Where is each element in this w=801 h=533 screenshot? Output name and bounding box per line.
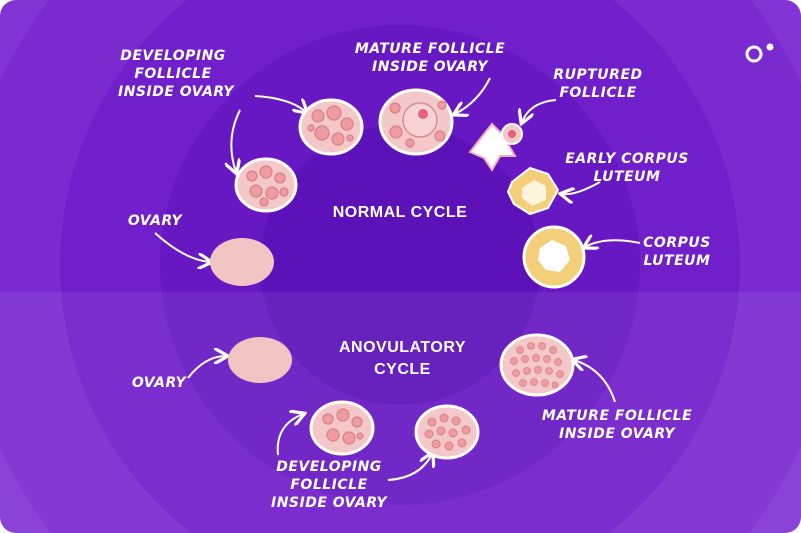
label-line: Developing [276, 459, 382, 475]
anovulatory-developing-follicle-1 [309, 400, 375, 456]
anovulatory-cycle-arrows [187, 356, 616, 481]
anovulatory-cycle-title: ANOVULATORY CYCLE [300, 337, 505, 381]
early-corpus-luteum [506, 166, 560, 216]
label-line: Corpus [643, 235, 711, 251]
label-line: Ruptured [553, 67, 643, 83]
arrow-anovulatory-developing-up [276, 414, 303, 456]
arrow-normal-ovary [154, 232, 210, 262]
anovulatory-developing-follicle-2 [414, 404, 480, 460]
label-developing-follicle: Developing Follicle Inside Ovary [118, 47, 235, 101]
label-line: Inside Ovary [558, 426, 676, 442]
label-mature-follicle: Mature Follicle Inside Ovary [350, 40, 510, 76]
label-line: Mature Follicle [541, 408, 693, 424]
normal-cycle-arrows [154, 77, 641, 262]
label-line: Follicle [134, 66, 212, 82]
title-line: ANOVULATORY [339, 339, 466, 356]
developing-follicle-ovary-2 [234, 157, 298, 213]
title-line: NORMAL CYCLE [332, 204, 468, 221]
arrow-developing-to-follicle [254, 95, 306, 112]
brand-logo-icon [745, 43, 774, 63]
label-line: Luteum [593, 169, 661, 185]
arrow-early-corpus-luteum [562, 181, 601, 194]
arrow-mature-follicle [455, 77, 491, 114]
arrow-ruptured-follicle [522, 99, 557, 122]
label-ruptured-follicle: Ruptured Follicle [548, 66, 648, 102]
label-anovulatory-mature-follicle: Mature Follicle Inside Ovary [532, 407, 702, 443]
anovulatory-cycle-ovary [228, 337, 292, 383]
arrow-anovulatory-developing-right [387, 454, 432, 481]
arrow-developing-to-ovary-follicles [231, 109, 240, 172]
label-anovulatory-ovary: Ovary [124, 374, 194, 392]
label-early-corpus-luteum: Early Corpus Luteum [562, 150, 692, 186]
label-line: Inside Ovary [371, 59, 489, 75]
title-line: CYCLE [374, 361, 431, 378]
label-line: Luteum [643, 253, 711, 269]
arrow-corpus-luteum [585, 240, 641, 247]
label-normal-ovary: Ovary [120, 212, 190, 230]
label-line: Ovary [127, 213, 183, 229]
label-corpus-luteum: Corpus Luteum [636, 234, 718, 270]
arrow-anovulatory-ovary [187, 356, 226, 379]
label-line: Inside Ovary [118, 84, 235, 100]
anovulatory-mature-follicle-ovary [499, 333, 575, 397]
developing-follicle-ovary-1 [298, 98, 364, 156]
label-line: Developing [120, 48, 226, 64]
label-anovulatory-developing-follicle: Developing Follicle Inside Ovary [262, 458, 396, 512]
corpus-luteum [522, 225, 586, 289]
label-line: Mature Follicle [354, 41, 506, 57]
anovulatory-section-background [0, 292, 801, 533]
label-line: Follicle [559, 85, 637, 101]
normal-cycle-title: NORMAL CYCLE [300, 202, 500, 224]
arrow-anovulatory-mature [574, 360, 616, 403]
label-line: Ovary [131, 375, 187, 391]
normal-cycle-ovary [210, 238, 274, 286]
label-line: Early Corpus [565, 151, 689, 167]
label-line: Follicle [290, 477, 368, 493]
ruptured-follicle [468, 122, 523, 172]
label-line: Inside Ovary [270, 495, 388, 511]
mature-follicle-ovary [378, 88, 454, 156]
